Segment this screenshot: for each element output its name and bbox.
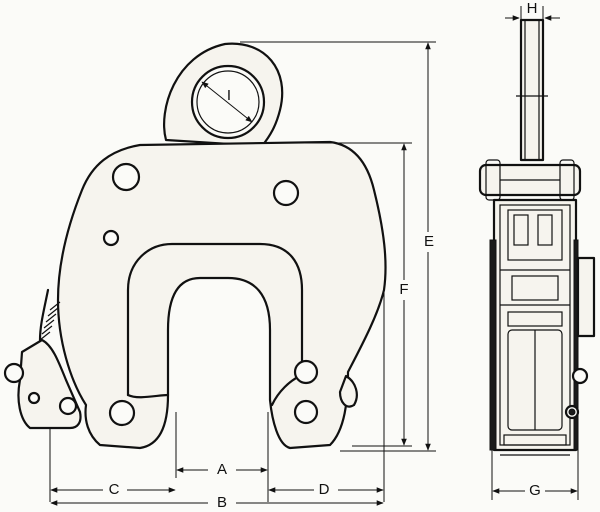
body-hole-bottom-right-1	[293, 359, 319, 385]
front-view	[3, 42, 387, 450]
dimensions: A C D B E F I H	[49, 0, 579, 511]
dim-label-d: D	[319, 481, 330, 498]
dim-label-i: I	[227, 87, 231, 104]
side-plate-left	[489, 239, 497, 451]
dim-label-c: C	[109, 481, 120, 498]
side-view	[478, 18, 596, 456]
lever-spring	[39, 301, 61, 341]
dim-label-b: B	[217, 494, 227, 511]
side-top-bar	[519, 18, 545, 162]
lever-hole-2	[27, 391, 41, 405]
body-hole-bottom-left	[108, 399, 136, 427]
side-attachment	[576, 256, 596, 338]
clamp-body	[56, 140, 387, 450]
lever-link	[38, 288, 50, 342]
dim-line-i	[201, 81, 253, 123]
dim-label-f: F	[399, 281, 408, 298]
body-hole-top-left	[111, 162, 141, 192]
right-cam	[338, 374, 358, 408]
lever-hole-3	[58, 396, 78, 416]
jaw-inner-outline-left	[126, 393, 170, 399]
body-hole-top-right	[272, 179, 300, 207]
eye-hole-inner	[196, 70, 260, 134]
side-plate-right	[573, 239, 579, 451]
jaw-inner-outline	[126, 242, 304, 407]
dim-label-h: H	[527, 0, 538, 17]
body-hole-bottom-right-2	[293, 399, 319, 425]
dim-label-e: E	[424, 233, 434, 250]
body-hole-small-left	[102, 229, 120, 247]
lever-hole-1	[3, 362, 25, 384]
dim-label-g: G	[529, 482, 541, 499]
dim-label-a: A	[217, 461, 227, 478]
